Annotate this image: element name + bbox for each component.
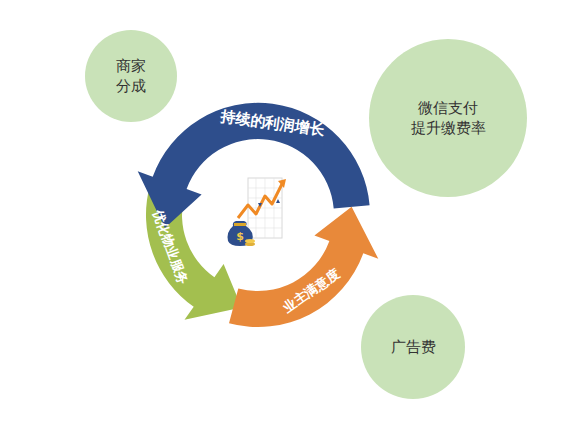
info-circle: 微信支付 提升缴费率 xyxy=(369,39,527,197)
circle-text: 微信支付 提升缴费率 xyxy=(410,98,487,139)
info-circle: 广告费 xyxy=(361,295,465,399)
svg-text:$: $ xyxy=(236,230,244,243)
blue-cycle-arrow xyxy=(138,103,370,228)
circle-text: 商家 分成 xyxy=(112,56,151,97)
growth-chart-icon: $ xyxy=(228,178,286,246)
circle-text: 广告费 xyxy=(388,337,439,357)
info-circle: 商家 分成 xyxy=(85,30,177,122)
